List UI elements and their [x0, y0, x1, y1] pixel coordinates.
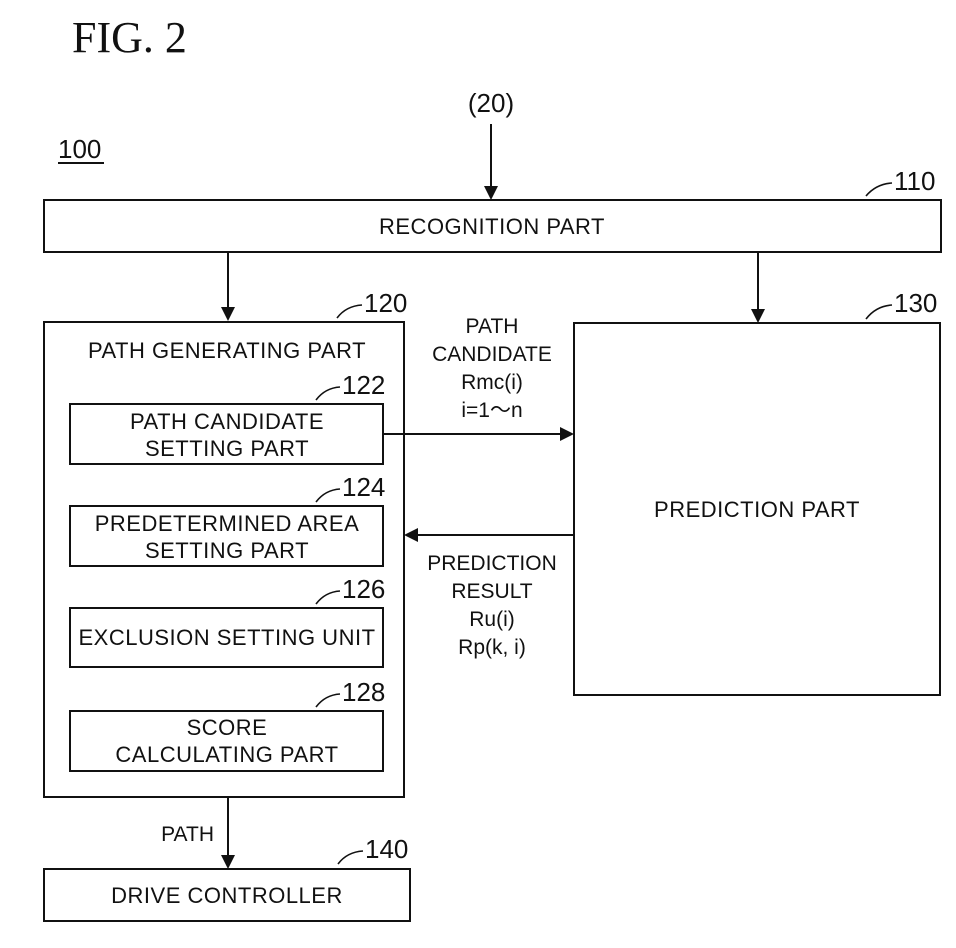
path-arrow-head [221, 855, 235, 869]
path-generating-part-label: PATH GENERATING PART [88, 338, 366, 363]
drive-controller-ref-number: 140 [365, 834, 408, 864]
path-candidate-flow-line2: CANDIDATE [432, 343, 552, 366]
path-candidate-setting-ref-number: 122 [342, 370, 385, 400]
prediction-result-arrow-head [404, 528, 418, 542]
predetermined-area-setting-line2: SETTING PART [145, 538, 309, 563]
path-candidate-setting-line2: SETTING PART [145, 436, 309, 461]
score-calculating-line2: CALCULATING PART [115, 742, 338, 767]
prediction-ref-leader [866, 305, 892, 319]
prediction-result-flow-line3: Ru(i) [469, 608, 515, 631]
predetermined-area-setting-line1: PREDETERMINED AREA [95, 511, 360, 536]
path-generating-ref-number: 120 [364, 288, 407, 318]
recognition-to-path-generating-head [221, 307, 235, 321]
prediction-result-flow-line4: Rp(k, i) [458, 636, 526, 659]
prediction-ref-number: 130 [894, 288, 937, 318]
recognition-to-prediction-head [751, 309, 765, 323]
path-candidate-arrow-head [560, 427, 574, 441]
prediction-result-flow-line2: RESULT [451, 580, 532, 603]
recognition-ref-number: 110 [894, 166, 935, 196]
system-ref-label: 100 [58, 134, 101, 164]
prediction-part-block: PREDICTION PART 130 [574, 288, 940, 695]
prediction-part-label: PREDICTION PART [654, 497, 860, 522]
recognition-part-block: RECOGNITION PART 110 [44, 166, 941, 252]
score-calculating-ref-number: 128 [342, 677, 385, 707]
input-arrow-head [484, 186, 498, 200]
path-candidate-setting-line1: PATH CANDIDATE [130, 409, 324, 434]
recognition-part-label: RECOGNITION PART [379, 214, 605, 239]
score-calculating-line1: SCORE [187, 715, 268, 740]
drive-controller-label: DRIVE CONTROLLER [111, 883, 343, 908]
prediction-result-flow-label: PREDICTION RESULT Ru(i) Rp(k, i) [427, 552, 557, 659]
path-flow-label: PATH [161, 823, 214, 846]
path-candidate-flow-line3: Rmc(i) [461, 371, 523, 394]
path-candidate-flow-line4: i=1～n [461, 399, 522, 422]
path-candidate-flow-label: PATH CANDIDATE Rmc(i) i=1～n [432, 315, 552, 422]
prediction-result-flow-line1: PREDICTION [427, 552, 557, 575]
predetermined-area-setting-ref-number: 124 [342, 472, 385, 502]
exclusion-setting-ref-number: 126 [342, 574, 385, 604]
recognition-ref-leader [866, 183, 892, 196]
input-ref-label: (20) [468, 88, 514, 118]
path-generating-ref-leader [337, 305, 362, 318]
drive-controller-ref-leader [338, 851, 363, 864]
path-candidate-flow-line1: PATH [466, 315, 519, 338]
exclusion-setting-label: EXCLUSION SETTING UNIT [78, 625, 375, 650]
figure-title: FIG. 2 [72, 13, 187, 62]
